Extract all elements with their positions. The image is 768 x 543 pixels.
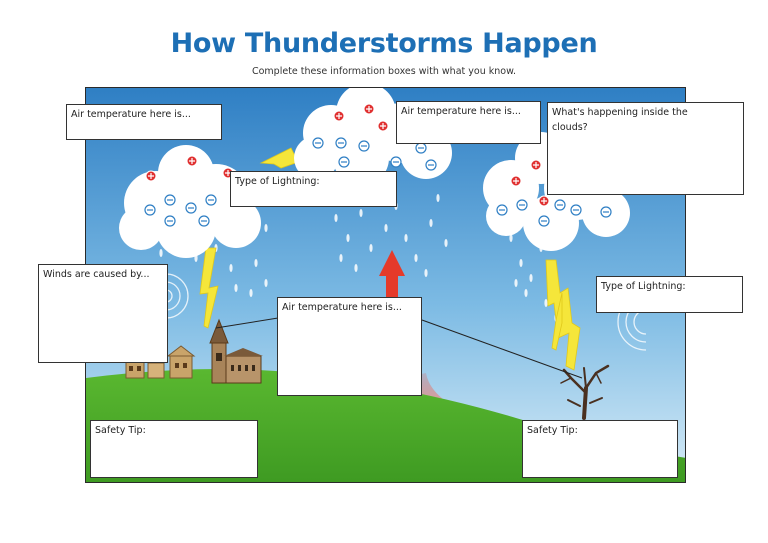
bare-tree [560, 364, 610, 420]
minus-signs [147, 142, 609, 222]
cloud-left [119, 145, 261, 258]
air-temperature-box-middle[interactable]: Air temperature here is... [277, 297, 422, 396]
lightning-type-box-right[interactable]: Type of Lightning: [596, 276, 743, 313]
lightning-type-label-right: Type of Lightning: [601, 281, 686, 292]
winds-label: Winds are caused by... [43, 269, 150, 280]
safety-tip-box-left[interactable]: Safety Tip: [90, 420, 258, 478]
safety-tip-label-right: Safety Tip: [527, 425, 578, 436]
lightning-type-label-top: Type of Lightning: [235, 176, 320, 187]
lightning-type-box-top[interactable]: Type of Lightning: [230, 171, 397, 207]
air-temperature-label-left: Air temperature here is... [71, 109, 191, 120]
safety-tip-label-left: Safety Tip: [95, 425, 146, 436]
air-temperature-label-middle: Air temperature here is... [282, 302, 402, 313]
page-subtitle: Complete these information boxes with wh… [251, 66, 516, 77]
air-temperature-box-left[interactable]: Air temperature here is... [66, 104, 222, 140]
inside-clouds-box[interactable]: What's happening inside the clouds? [547, 102, 744, 195]
air-temperature-box-top[interactable]: Air temperature here is... [396, 101, 541, 144]
church [209, 318, 263, 384]
lightning-bolts [199, 147, 581, 371]
connector-lines [215, 317, 583, 379]
inside-clouds-label: What's happening inside the clouds? [552, 107, 688, 133]
winds-box[interactable]: Winds are caused by... [38, 264, 168, 363]
page-title: How Thunderstorms Happen [170, 28, 598, 59]
safety-tip-box-right[interactable]: Safety Tip: [522, 420, 678, 478]
air-temperature-label-top: Air temperature here is... [401, 106, 521, 117]
rising-air-arrow [379, 250, 405, 304]
